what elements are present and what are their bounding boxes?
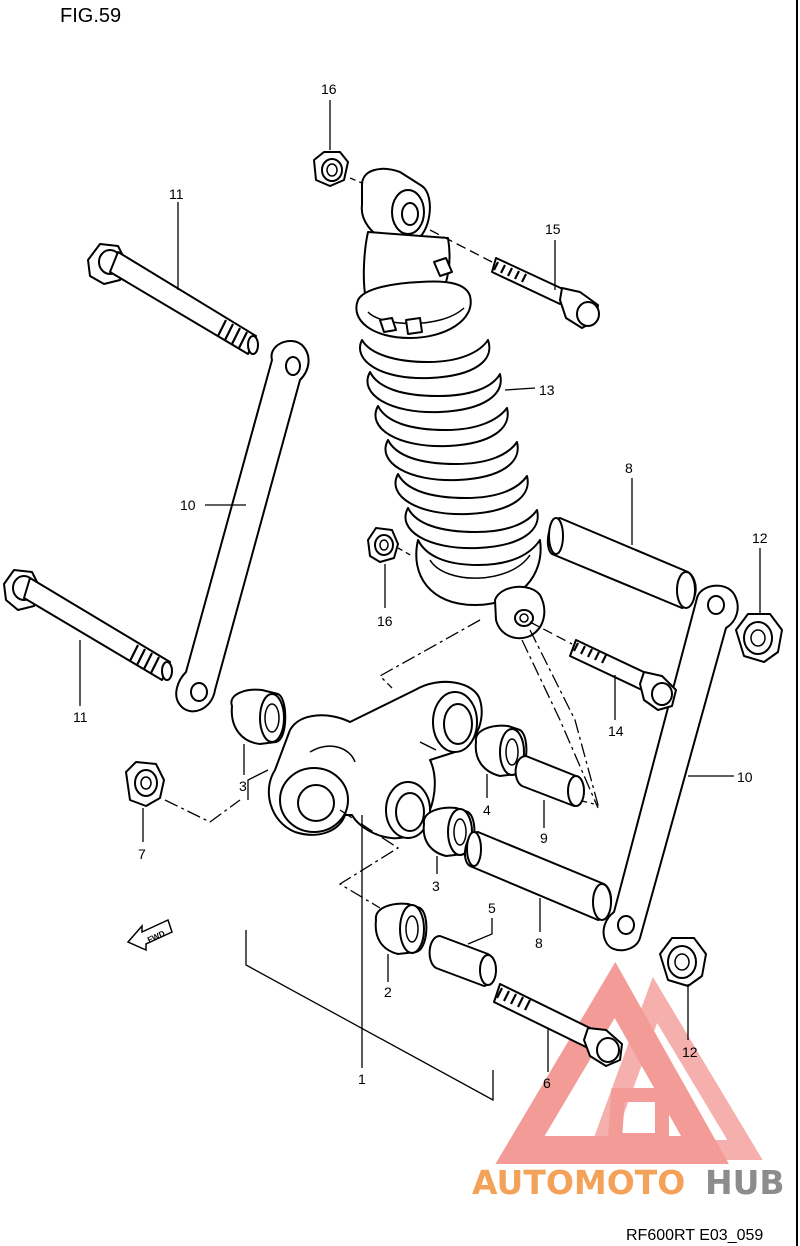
watermark-text-orange: AUTOMOTO	[472, 1163, 685, 1202]
callout-1: 1	[358, 1071, 366, 1087]
callout-6: 6	[543, 1075, 551, 1091]
callout-12-lower: 12	[682, 1044, 698, 1060]
part-11-lower-bolt	[3, 569, 173, 681]
part-12-upper-nut	[735, 613, 783, 663]
part-15-upper-bolt	[429, 229, 600, 329]
part-5-collar	[428, 935, 497, 987]
callout-15: 15	[545, 221, 561, 237]
callout-3-middle: 3	[432, 878, 440, 894]
callout-7: 7	[138, 846, 146, 862]
part-13-shock-absorber	[355, 167, 546, 640]
callout-10-left: 10	[180, 497, 196, 513]
part-2-bushing	[374, 902, 428, 955]
callout-9: 9	[540, 830, 548, 846]
callout-10-right: 10	[737, 769, 753, 785]
watermark-logo	[495, 962, 763, 1164]
part-14-bolt	[529, 621, 677, 711]
part-6-bolt	[493, 983, 623, 1067]
callout-8-upper: 8	[625, 460, 633, 476]
part-12-lower-nut	[659, 937, 707, 987]
watermark-text: AUTOMOTO HUB	[472, 1163, 785, 1202]
callout-13: 13	[539, 382, 555, 398]
callout-16-lower: 16	[377, 613, 393, 629]
callout-2: 2	[384, 984, 392, 1000]
part-10-right-rod	[602, 584, 739, 952]
callout-11-upper: 11	[169, 186, 184, 202]
figure-label: FIG.59	[60, 5, 121, 27]
part-16-lower-nut	[367, 527, 399, 563]
fwd-arrow-icon: FWD	[126, 918, 173, 952]
callout-14: 14	[608, 723, 624, 739]
part-8-lower-pipe	[463, 831, 613, 921]
part-8-upper-pipe	[546, 517, 697, 609]
watermark-text-gray: HUB	[705, 1163, 785, 1202]
callout-4: 4	[483, 802, 491, 818]
part-7-nut	[125, 761, 165, 807]
callout-8-lower: 8	[535, 935, 543, 951]
part-3-left-bushing	[230, 688, 287, 745]
part-10-left-rod	[175, 340, 310, 713]
part-9-collar	[514, 755, 585, 807]
part-4-bushing	[474, 724, 528, 777]
part-11-upper-bolt	[87, 243, 259, 355]
part-16-upper-nut	[313, 151, 349, 187]
callout-5: 5	[488, 900, 496, 916]
callout-12-upper: 12	[752, 530, 768, 546]
callout-labels: 16 11 15 13 8 10 12 16 11 14 10 3 4 9 7 …	[73, 81, 768, 1091]
callout-16-upper: 16	[321, 81, 337, 97]
callout-11-lower: 11	[73, 709, 88, 725]
drawing-code: RF600RT E03_059	[626, 1227, 763, 1244]
part-1-cushion-lever	[267, 680, 483, 840]
callout-3-left: 3	[239, 778, 247, 794]
